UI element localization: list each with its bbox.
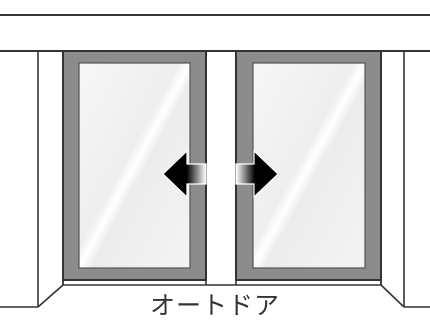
arrow-left-icon	[162, 149, 207, 199]
diagram-caption: オートドア	[149, 291, 280, 320]
right-door-glass	[252, 62, 366, 269]
arrow-right-icon	[235, 149, 279, 199]
right-door-panel	[235, 50, 382, 285]
right-wall	[380, 51, 430, 308]
left-wall	[0, 51, 64, 308]
